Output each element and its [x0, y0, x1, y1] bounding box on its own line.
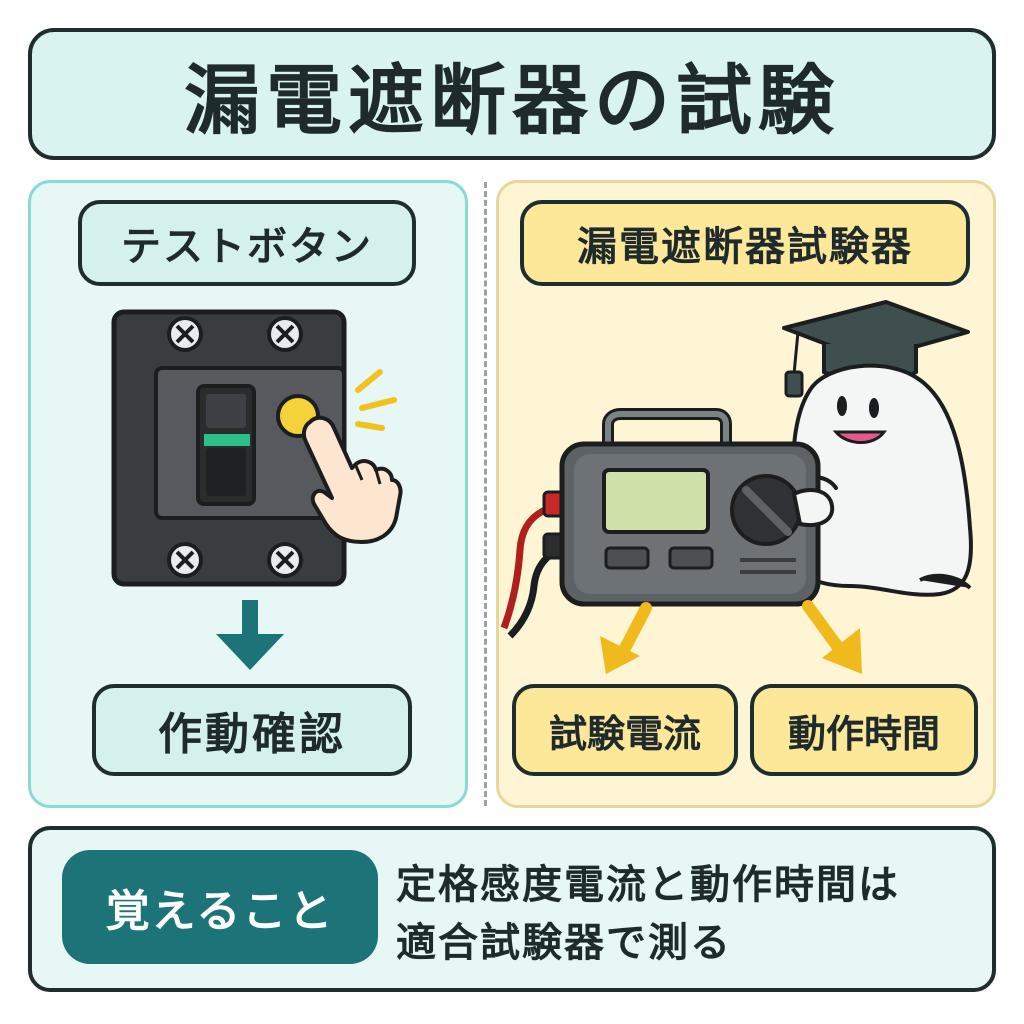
remember-badge: 覚えること [62, 850, 378, 964]
spark-icon [355, 369, 397, 431]
operation-time-label: 動作時間 [750, 684, 978, 776]
note-line: 適合試験器で測る [396, 920, 732, 966]
down-arrow-icon [802, 600, 862, 674]
operation-check-label: 作動確認 [92, 684, 412, 776]
title-banner: 漏電遮断器の試験 [28, 28, 996, 160]
note-line: 定格感度電流と動作時間は [396, 862, 900, 908]
tester-device-icon [500, 408, 835, 639]
down-arrow-icon [600, 602, 652, 674]
tester-label: 漏電遮断器試験器 [520, 200, 970, 286]
page-title: 漏電遮断器の試験 [184, 56, 840, 145]
test-current-label: 試験電流 [512, 684, 738, 776]
test-button-label: テストボタン [78, 200, 416, 286]
breaker-icon [111, 309, 347, 587]
panel-divider [484, 182, 487, 806]
down-arrow-icon [216, 600, 284, 670]
pointing-hand-icon [301, 415, 403, 544]
